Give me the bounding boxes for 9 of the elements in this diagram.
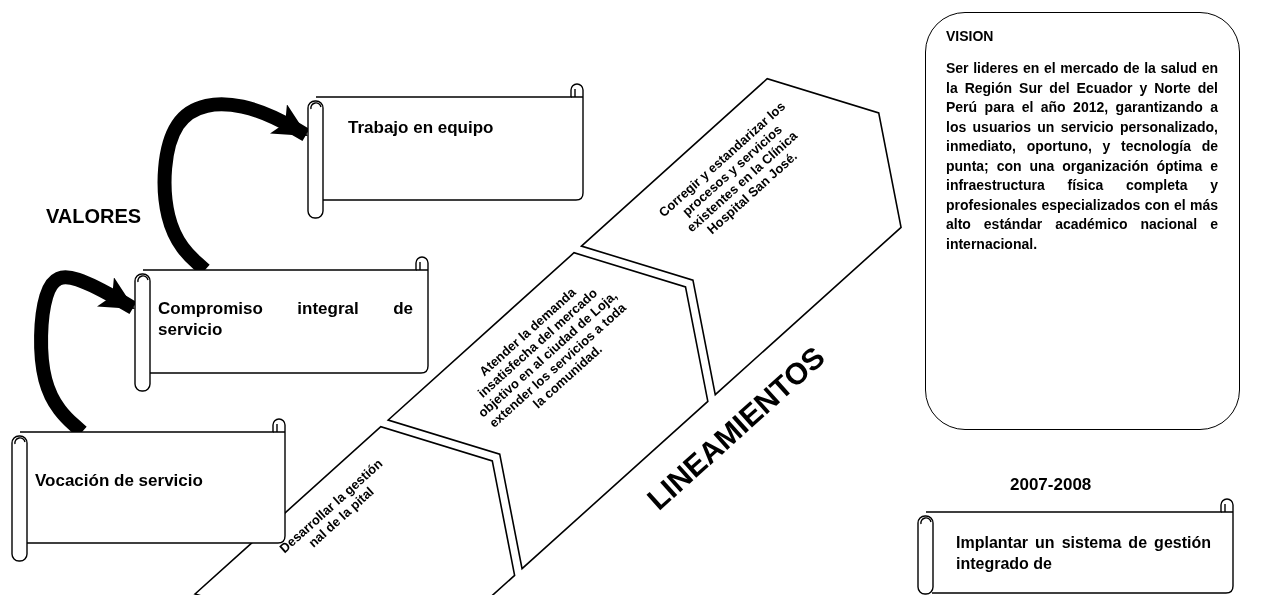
panel-text: Ser lideres en el mercado de la salud en la Región Sur del Ecuador y Norte del Perú para el año 2012, garantizando a los usuarios un servicio personalizado, inmediato, oportuno, y tecnología de punta; con una organización óptima e infraestructura física completa y profesionales especializados con el más alto estándar académico nacional e internacional. [946, 59, 1218, 254]
panel-heading: VISION [946, 27, 995, 46]
scroll-text: Trabajo en equipo [348, 117, 495, 138]
section-title: VALORES [46, 205, 142, 228]
scroll-text: Implantar un sistema de gestión integrado de [956, 533, 1211, 574]
scroll-text: Vocación de servicio [35, 470, 204, 491]
scroll-text: Compromiso integral de servicio [158, 298, 413, 340]
period-label: 2007-2008 [1010, 475, 1092, 495]
vision-panel [925, 12, 1240, 430]
